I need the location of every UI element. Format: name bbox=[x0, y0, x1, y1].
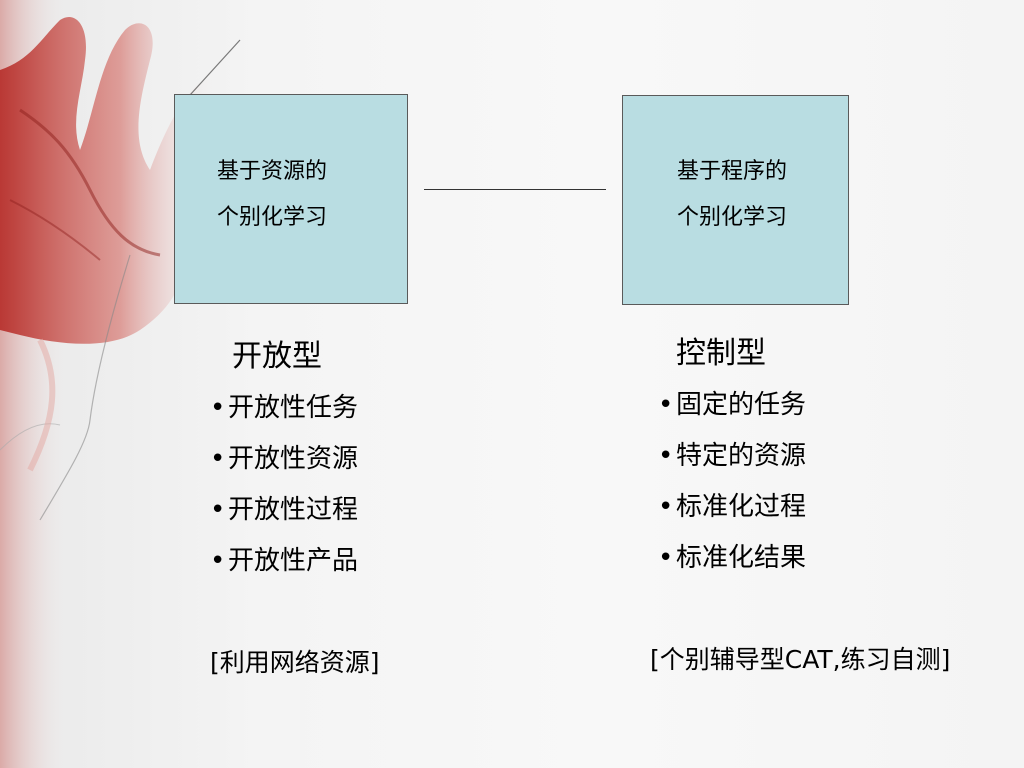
bullet-icon: • bbox=[210, 393, 226, 423]
bullet-icon: • bbox=[658, 390, 674, 420]
list-item-label: 固定的任务 bbox=[676, 390, 807, 420]
controlled-type-note: [个别辅导型CAT,练习自测] bbox=[650, 645, 951, 674]
connector-line bbox=[424, 189, 606, 190]
list-item: •开放性产品 bbox=[210, 544, 358, 595]
bullet-icon: • bbox=[658, 441, 674, 471]
list-item-label: 开放性任务 bbox=[228, 393, 359, 423]
bullet-icon: • bbox=[210, 444, 226, 474]
bullet-icon: • bbox=[658, 543, 674, 573]
resource-based-learning-box: 基于资源的 个别化学习 bbox=[174, 94, 408, 304]
bullet-icon: • bbox=[210, 546, 226, 576]
open-type-list: •开放性任务 •开放性资源 •开放性过程 •开放性产品 bbox=[210, 391, 358, 595]
list-item: •标准化结果 bbox=[658, 541, 806, 592]
list-item: •固定的任务 bbox=[658, 388, 806, 439]
bullet-icon: • bbox=[658, 492, 674, 522]
list-item-label: 开放性过程 bbox=[228, 495, 359, 525]
list-item: •开放性过程 bbox=[210, 493, 358, 544]
box-text-line: 个别化学习 bbox=[217, 205, 328, 230]
bullet-icon: • bbox=[210, 495, 226, 525]
program-based-learning-box: 基于程序的 个别化学习 bbox=[622, 95, 849, 305]
list-item: •标准化过程 bbox=[658, 490, 806, 541]
list-item-label: 标准化结果 bbox=[676, 543, 807, 573]
open-type-note: [利用网络资源] bbox=[210, 648, 380, 677]
list-item-label: 特定的资源 bbox=[676, 441, 807, 471]
list-item: •特定的资源 bbox=[658, 439, 806, 490]
controlled-type-heading: 控制型 bbox=[676, 336, 766, 371]
box-text-line: 基于资源的 bbox=[217, 159, 328, 184]
controlled-type-list: •固定的任务 •特定的资源 •标准化过程 •标准化结果 bbox=[658, 388, 806, 592]
list-item: •开放性资源 bbox=[210, 442, 358, 493]
list-item-label: 开放性资源 bbox=[228, 444, 359, 474]
open-type-heading: 开放型 bbox=[232, 339, 322, 374]
box-text-line: 个别化学习 bbox=[677, 205, 788, 230]
box-text-line: 基于程序的 bbox=[677, 159, 788, 184]
list-item-label: 开放性产品 bbox=[228, 546, 359, 576]
list-item: •开放性任务 bbox=[210, 391, 358, 442]
list-item-label: 标准化过程 bbox=[676, 492, 807, 522]
